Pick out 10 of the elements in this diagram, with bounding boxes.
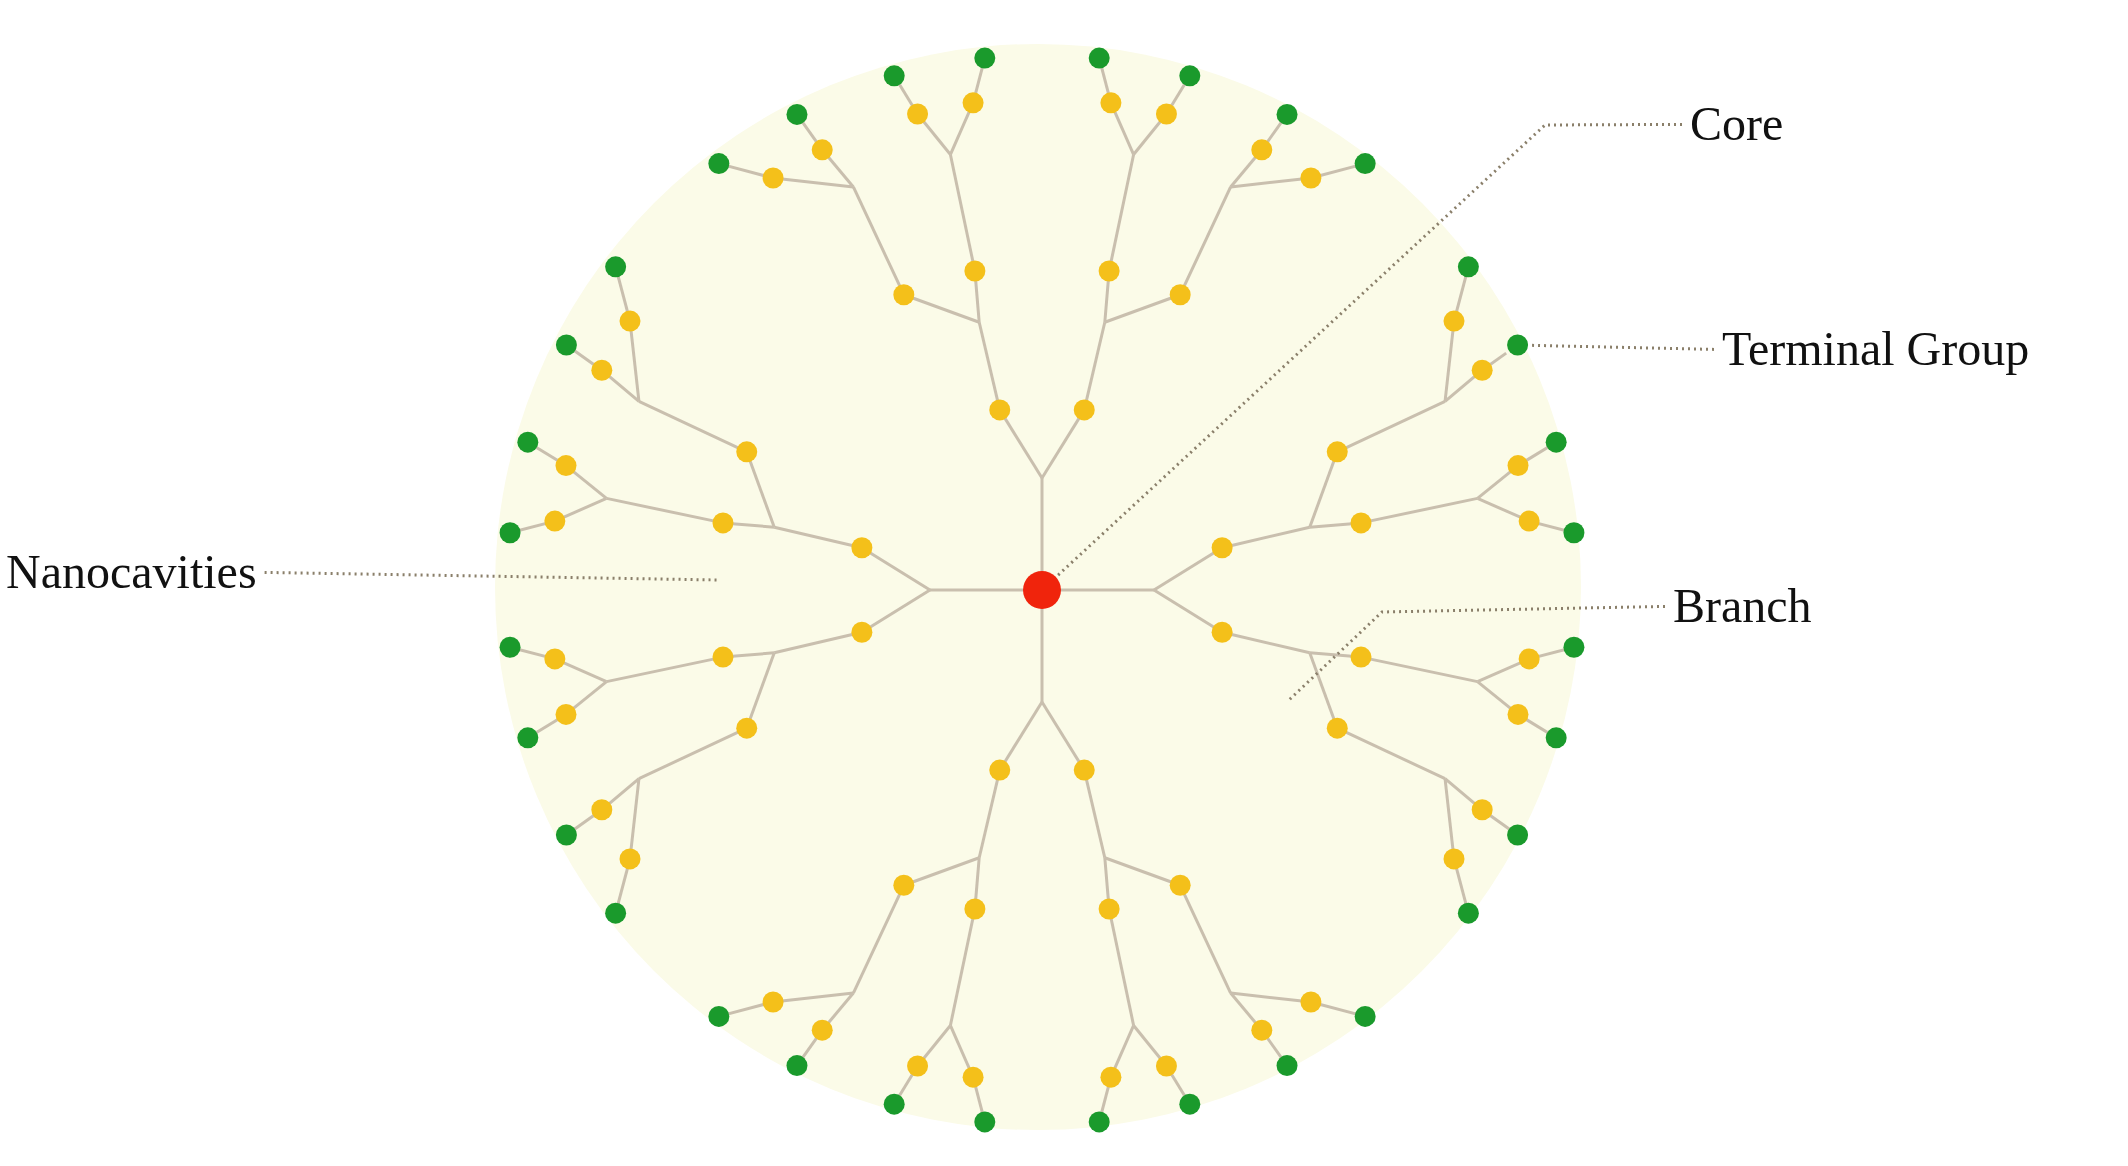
callout-label: Nanocavities: [6, 546, 257, 599]
leader-line: [1287, 604, 1666, 702]
terminal-dot: [1507, 334, 1529, 356]
callout-label: Core: [1690, 98, 1784, 151]
leader-line: [1530, 343, 1715, 351]
callout-label: Terminal Group: [1722, 323, 2030, 376]
core-dot: [1023, 571, 1061, 609]
leader-line: [1056, 122, 1682, 577]
leader-line: [264, 570, 719, 582]
callout-label: Branch: [1673, 580, 1812, 633]
